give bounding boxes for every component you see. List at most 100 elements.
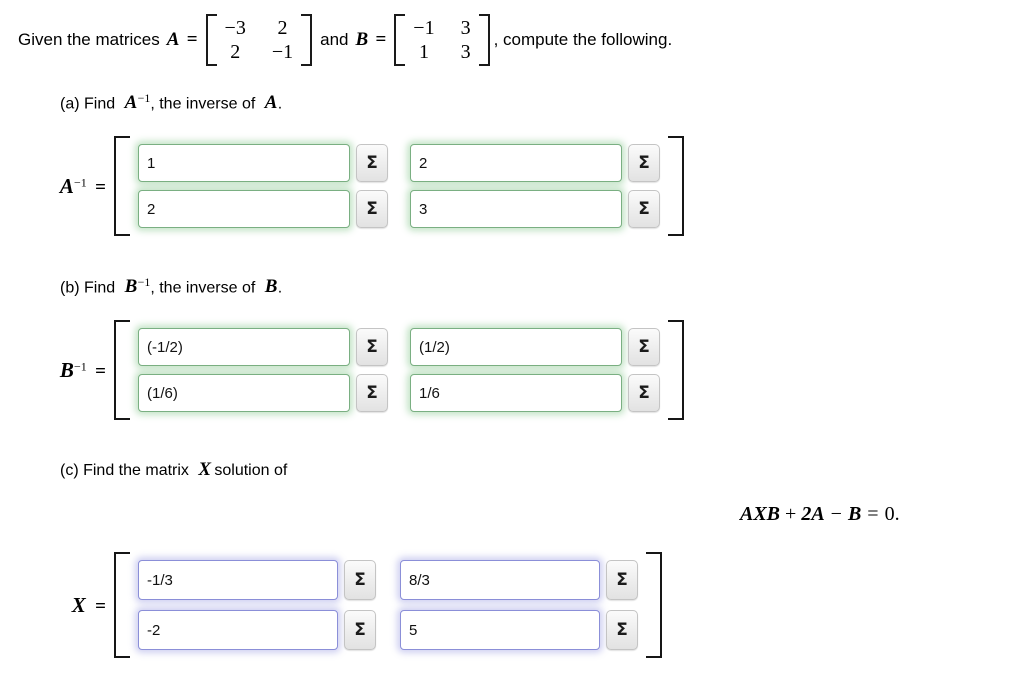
- part-c-prefix: (c) Find the matrix: [60, 462, 189, 479]
- prompt-trailing-text: , compute the following.: [493, 30, 673, 49]
- prompt-equals-a: =: [186, 29, 198, 50]
- matrix-b-cell-01: 3: [460, 17, 471, 39]
- part-b-suffix: , the inverse of: [150, 279, 256, 297]
- matrix-a-cell-11: −1: [271, 41, 294, 63]
- problem-statement: Given the matrices A = −3 2 2 −1 and B =…: [18, 14, 672, 66]
- input-x-00[interactable]: -1/3: [138, 560, 338, 600]
- part-c-suffix: solution of: [214, 462, 288, 479]
- sigma-icon-a-01[interactable]: Σ: [628, 144, 660, 182]
- matrix-a-cell-00: −3: [224, 17, 246, 39]
- cell-a-11: 3 Σ: [410, 190, 660, 228]
- matrix-x-left-bracket: [114, 552, 130, 658]
- prompt-conjunction: and: [320, 30, 349, 49]
- prompt-equals-b: =: [375, 29, 387, 50]
- part-b-end: .: [277, 279, 283, 297]
- answer-block-b-inverse: B−1 = (-1/2) Σ (1/2) Σ (1/6) Σ 1/6 Σ: [48, 320, 684, 420]
- cell-b-11: 1/6 Σ: [410, 374, 660, 412]
- equation-axb: AXB+2A−B=0.: [740, 503, 900, 526]
- sigma-icon-b-01[interactable]: Σ: [628, 328, 660, 366]
- sigma-icon-b-11[interactable]: Σ: [628, 374, 660, 412]
- b-inverse-sup: −1: [73, 359, 87, 374]
- part-a-label: (a) Find A−1, the inverse of A.: [60, 91, 282, 114]
- sigma-icon-a-10[interactable]: Σ: [356, 190, 388, 228]
- matrix-b-cell-11: 3: [460, 41, 471, 63]
- matrix-a-cell-01: 2: [277, 17, 288, 39]
- matrix-a-symbol: A: [166, 29, 180, 50]
- cell-x-11: 5 Σ: [400, 610, 638, 650]
- part-a-prefix: (a) Find: [60, 95, 116, 113]
- sigma-icon-x-00[interactable]: Σ: [344, 560, 376, 600]
- matrix-a-left-bracket: [205, 14, 217, 66]
- sigma-icon-a-00[interactable]: Σ: [356, 144, 388, 182]
- matrix-a-display: −3 2 2 −1: [205, 14, 313, 66]
- equation-term-b: B: [847, 503, 862, 525]
- part-b-prefix: (b) Find: [60, 279, 116, 297]
- input-x-01[interactable]: 8/3: [400, 560, 600, 600]
- sigma-icon-x-11[interactable]: Σ: [606, 610, 638, 650]
- cell-x-10: -2 Σ: [138, 610, 376, 650]
- cell-b-00: (-1/2) Σ: [138, 328, 388, 366]
- matrix-b-right-bracket: [478, 14, 490, 66]
- sigma-icon-b-10[interactable]: Σ: [356, 374, 388, 412]
- matrix-a-inv-left-bracket: [114, 136, 130, 236]
- cell-x-01: 8/3 Σ: [400, 560, 638, 600]
- input-a-01[interactable]: 2: [410, 144, 622, 182]
- cell-a-01: 2 Σ: [410, 144, 660, 182]
- equation-term-2a: 2A: [801, 503, 825, 525]
- matrix-b-symbol: B: [355, 29, 369, 50]
- matrix-a-cell-10: 2: [230, 41, 241, 63]
- x-matrix-var: X: [71, 592, 86, 617]
- matrix-a-right-bracket: [301, 14, 313, 66]
- matrix-b-values: −1 3 1 3: [405, 14, 478, 66]
- input-x-10[interactable]: -2: [138, 610, 338, 650]
- part-a-suffix: , the inverse of: [150, 95, 256, 113]
- part-b-var: B: [124, 276, 138, 298]
- a-inverse-var: A: [59, 173, 74, 198]
- input-a-00[interactable]: 1: [138, 144, 350, 182]
- cell-b-10: (1/6) Σ: [138, 374, 388, 412]
- cell-b-01: (1/2) Σ: [410, 328, 660, 366]
- sigma-icon-b-00[interactable]: Σ: [356, 328, 388, 366]
- matrix-b-inv-right-bracket: [668, 320, 684, 420]
- input-b-00[interactable]: (-1/2): [138, 328, 350, 366]
- input-b-11[interactable]: 1/6: [410, 374, 622, 412]
- matrix-a-inv-cells: 1 Σ 2 Σ 2 Σ 3 Σ: [130, 136, 668, 236]
- input-a-11[interactable]: 3: [410, 190, 622, 228]
- matrix-b-inv-left-bracket: [114, 320, 130, 420]
- part-c-var: X: [198, 459, 212, 480]
- part-b-var2: B: [264, 276, 278, 298]
- cell-a-00: 1 Σ: [138, 144, 388, 182]
- matrix-x-right-bracket: [646, 552, 662, 658]
- cell-a-10: 2 Σ: [138, 190, 388, 228]
- equation-rhs: 0.: [884, 503, 900, 525]
- sigma-icon-x-01[interactable]: Σ: [606, 560, 638, 600]
- b-inverse-var: B: [59, 357, 74, 382]
- equation-plus: +: [785, 503, 797, 525]
- sigma-icon-x-10[interactable]: Σ: [344, 610, 376, 650]
- b-inverse-equals: =: [95, 360, 106, 382]
- matrix-b-cell-10: 1: [418, 41, 429, 63]
- a-inverse-equals: =: [95, 176, 106, 198]
- input-b-10[interactable]: (1/6): [138, 374, 350, 412]
- input-x-11[interactable]: 5: [400, 610, 600, 650]
- matrix-b-inv-cells: (-1/2) Σ (1/2) Σ (1/6) Σ 1/6 Σ: [130, 320, 668, 420]
- part-b-sup: −1: [137, 275, 151, 289]
- prompt-lead-text: Given the matrices: [18, 30, 160, 49]
- part-a-var2: A: [264, 92, 278, 114]
- part-a-sup: −1: [137, 91, 151, 105]
- matrix-b-left-bracket: [394, 14, 406, 66]
- sigma-icon-a-11[interactable]: Σ: [628, 190, 660, 228]
- part-a-end: .: [277, 95, 283, 113]
- x-matrix-label: X =: [48, 593, 114, 618]
- x-matrix-equals: =: [95, 595, 106, 617]
- equation-term-axb: AXB: [740, 503, 781, 525]
- part-b-label: (b) Find B−1, the inverse of B.: [60, 275, 282, 298]
- part-a-var: A: [124, 92, 138, 114]
- a-inverse-sup: −1: [73, 175, 87, 190]
- matrix-b-display: −1 3 1 3: [394, 14, 490, 66]
- matrix-a-inv-right-bracket: [668, 136, 684, 236]
- matrix-b-cell-00: −1: [413, 17, 435, 39]
- answer-block-a-inverse: A−1 = 1 Σ 2 Σ 2 Σ 3 Σ: [48, 136, 684, 236]
- input-b-01[interactable]: (1/2): [410, 328, 622, 366]
- input-a-10[interactable]: 2: [138, 190, 350, 228]
